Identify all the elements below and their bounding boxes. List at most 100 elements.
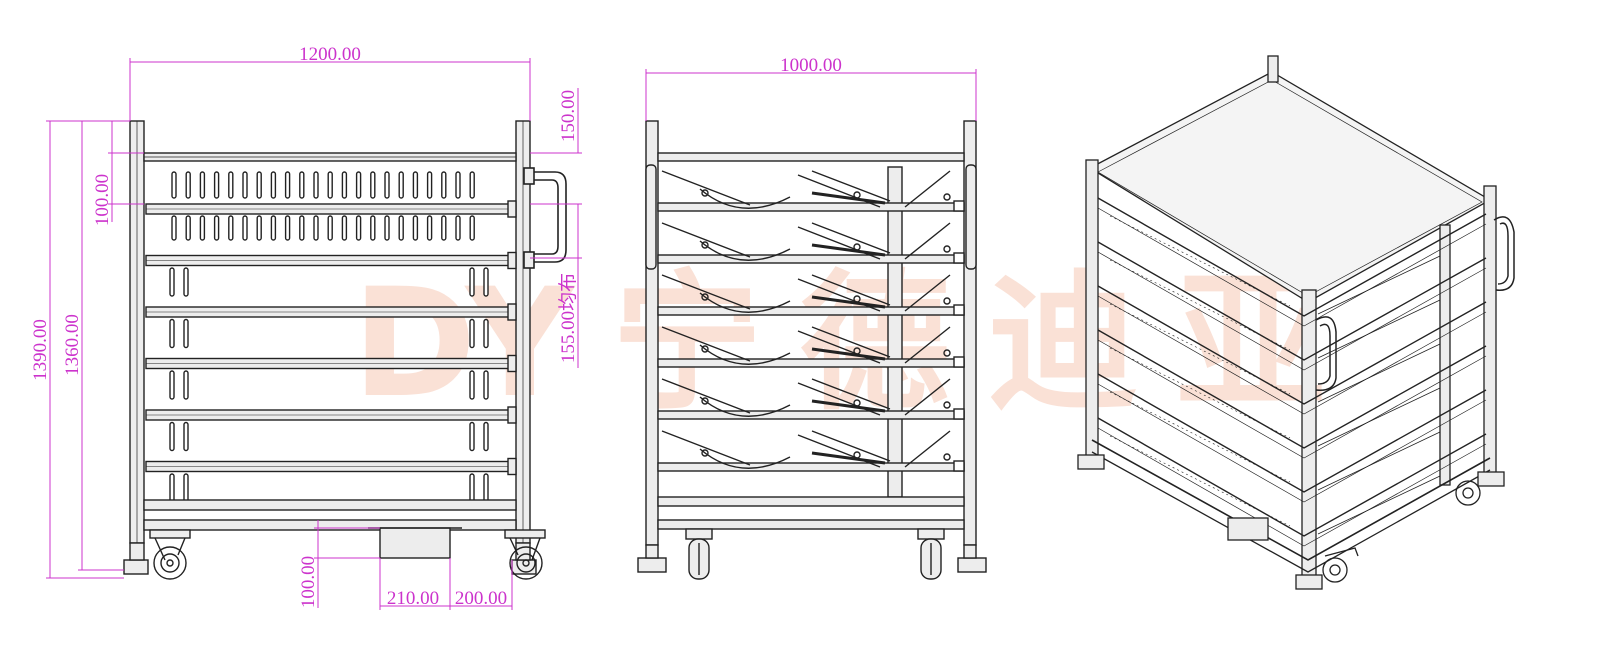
iso-shelf-lip xyxy=(1097,383,1487,503)
front-slot-rod xyxy=(384,215,390,241)
front-slot-rod xyxy=(185,215,191,241)
front-slot-rod xyxy=(327,171,333,199)
iso-shelf xyxy=(1097,241,1487,361)
side-gas-strut xyxy=(811,243,886,257)
iso-slot-row xyxy=(1109,347,1291,439)
front-slot-rod xyxy=(455,215,461,241)
front-pin xyxy=(183,370,189,400)
front-slot-rod xyxy=(469,215,475,241)
iso-handle-front xyxy=(1315,316,1337,391)
side-pivot xyxy=(701,241,709,249)
front-slot-rod xyxy=(242,171,248,199)
front-slot-rod xyxy=(199,171,206,199)
iso-shelf xyxy=(1097,197,1487,317)
iso-shelf-lip xyxy=(1097,427,1487,547)
side-pivot xyxy=(701,345,709,353)
front-slot-rod xyxy=(398,171,404,199)
side-pivot xyxy=(853,243,861,251)
front-slot-rod xyxy=(270,171,277,199)
side-pivot xyxy=(943,193,951,201)
iso-base-box xyxy=(1227,517,1269,541)
front-slot-rod xyxy=(341,215,348,241)
front-slot-rod xyxy=(384,171,390,199)
front-shelves xyxy=(145,200,517,476)
iso-tray-arm xyxy=(1317,387,1441,447)
front-slot-rod xyxy=(441,215,447,241)
front-slot-rod xyxy=(370,215,376,241)
front-slot-rod xyxy=(270,215,277,241)
front-slot-rod xyxy=(171,215,177,241)
dim-depth-1000: 1000.00 xyxy=(780,55,842,76)
front-pin xyxy=(483,318,489,349)
front-pin xyxy=(469,267,475,297)
front-left-foot xyxy=(123,542,149,575)
front-shelf-clip xyxy=(507,251,517,270)
front-base-box xyxy=(379,527,451,559)
side-shelf xyxy=(657,358,965,368)
dim-height-1390: 1390.00 xyxy=(30,319,51,381)
side-tray-curve xyxy=(661,170,791,209)
front-slot-rod xyxy=(256,171,262,199)
front-shelf-clip xyxy=(507,303,517,321)
front-slot-rod xyxy=(284,171,291,199)
front-slot-rod xyxy=(341,171,348,199)
iso-tray-arm xyxy=(1317,343,1441,403)
side-pivot xyxy=(943,349,951,357)
side-tray-curve xyxy=(661,378,791,417)
side-tray-edge xyxy=(904,170,951,208)
front-slot-rod xyxy=(412,171,419,199)
side-gas-strut xyxy=(811,295,886,309)
side-gas-strut xyxy=(811,191,886,205)
side-pivot xyxy=(701,449,709,457)
side-bracket xyxy=(953,460,965,472)
front-slot-rod xyxy=(355,215,362,241)
side-shelf xyxy=(657,462,965,472)
front-shelf-clip xyxy=(507,406,517,424)
front-left-caster xyxy=(149,529,191,580)
front-slot-rod xyxy=(313,171,319,199)
iso-slot-row xyxy=(1109,391,1291,483)
side-pivot xyxy=(701,189,709,197)
iso-shelf xyxy=(1097,417,1487,537)
front-slot-rod xyxy=(426,215,433,241)
front-slot-rod xyxy=(299,171,305,199)
front-pin xyxy=(483,473,489,503)
side-pivot xyxy=(701,293,709,301)
iso-handle-right xyxy=(1493,216,1515,291)
front-slot-rod xyxy=(412,215,419,241)
front-slot-rod xyxy=(299,215,305,241)
side-gas-strut xyxy=(811,399,886,413)
iso-slot-row xyxy=(1109,435,1291,527)
dim-height-1360: 1360.00 xyxy=(62,314,83,376)
side-left-handle xyxy=(645,164,657,270)
side-tray-edge xyxy=(904,274,951,312)
front-slot-rod xyxy=(199,215,206,241)
front-slot-rod xyxy=(313,215,319,241)
front-slot-rod xyxy=(171,171,177,199)
iso-shelf-lip xyxy=(1097,295,1487,415)
front-slot-rod xyxy=(213,215,220,241)
side-tray-edge xyxy=(904,430,951,468)
iso-shelf xyxy=(1097,285,1487,405)
front-slot-rod xyxy=(213,171,220,199)
side-left-caster xyxy=(685,528,713,580)
front-slot-rod xyxy=(284,215,291,241)
iso-caster-right xyxy=(1455,480,1481,506)
iso-slot-row xyxy=(1109,303,1291,395)
front-pin xyxy=(169,421,175,452)
side-pivot xyxy=(701,397,709,405)
front-pin xyxy=(183,267,189,297)
front-slot-rod xyxy=(455,171,461,199)
iso-right-upright xyxy=(1483,185,1497,477)
side-dimensions: 1000.00 xyxy=(645,55,977,121)
side-right-handle xyxy=(965,164,977,270)
iso-shelf xyxy=(1097,329,1487,449)
front-slot-rod xyxy=(370,171,376,199)
front-slot-rod xyxy=(327,215,333,241)
dim-base-100: 100.00 xyxy=(298,556,319,608)
front-pin xyxy=(483,421,489,452)
iso-tray-arm xyxy=(1317,299,1441,359)
side-shelf xyxy=(657,306,965,316)
front-pin xyxy=(183,421,189,452)
isometric-view xyxy=(1077,55,1515,590)
